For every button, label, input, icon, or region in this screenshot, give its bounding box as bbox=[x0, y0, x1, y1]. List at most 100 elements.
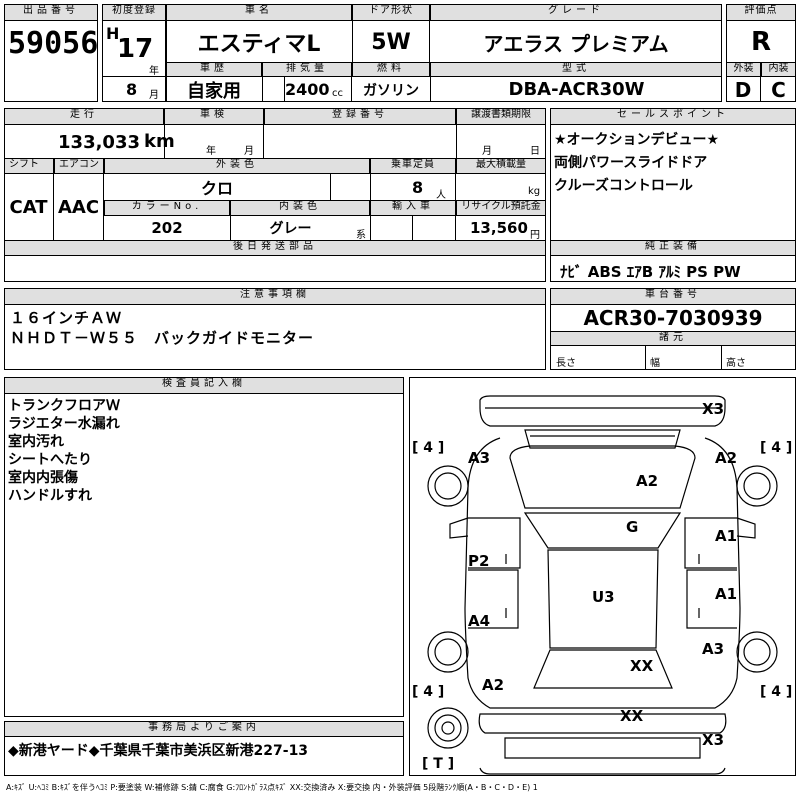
exterior-score: D bbox=[726, 77, 761, 102]
color-divider bbox=[330, 174, 370, 200]
mark-windshield: G bbox=[626, 518, 639, 536]
mileage-unit: km bbox=[144, 131, 175, 152]
shift-label: シフト bbox=[4, 158, 54, 174]
max-load-label: 最大積載量 bbox=[456, 158, 546, 174]
car-name-label: 車名 bbox=[166, 4, 352, 21]
sales-point-3: クルーズコントロール bbox=[554, 178, 693, 194]
rear-right-tire-bracket: [ 4 ] bbox=[760, 684, 793, 700]
doc-deadline-day: 日 bbox=[530, 146, 540, 157]
history-label: 車歴 bbox=[166, 62, 262, 77]
mark-right-rear-door: A1 bbox=[715, 585, 738, 603]
door-type: 5W bbox=[352, 21, 430, 63]
year-unit: 年 bbox=[149, 66, 159, 77]
displacement: 2400 bbox=[284, 77, 330, 102]
mileage-label: 走行 bbox=[4, 108, 164, 125]
front-left-tire-bracket: [ 4 ] bbox=[412, 440, 445, 456]
lot-number: 59056 bbox=[8, 25, 99, 61]
length-label: 長さ bbox=[556, 358, 576, 369]
inspection-cell bbox=[164, 125, 264, 159]
mark-back-door: XX bbox=[620, 707, 644, 725]
inspection-year: 年 bbox=[206, 146, 216, 157]
legend-text: A:ｷｽﾞ U:ﾍｺﾐ B:ｷｽﾞを伴うﾍｺﾐ P:要塗装 W:補修跡 S:錆 … bbox=[6, 783, 538, 792]
month-unit: 月 bbox=[149, 90, 159, 101]
capacity: 8 bbox=[412, 178, 424, 197]
history: 自家用 bbox=[187, 80, 241, 102]
model-code-label: 型式 bbox=[430, 62, 722, 77]
note-line-1: １６インチＡＷ bbox=[10, 309, 123, 327]
displacement-label: 排気量 bbox=[262, 62, 352, 77]
doc-deadline-cell bbox=[456, 125, 546, 159]
height-label: 高さ bbox=[726, 358, 746, 369]
chassis-label: 車台番号 bbox=[550, 288, 796, 305]
capacity-unit: 人 bbox=[436, 190, 446, 201]
later-parts-label: 後日発送部品 bbox=[4, 240, 546, 256]
import-label: 輸入車 bbox=[370, 200, 456, 216]
color-label: 外装色 bbox=[104, 158, 370, 174]
inspector-label: 検査員記入欄 bbox=[4, 377, 404, 394]
ac-label: エアコン bbox=[54, 158, 104, 174]
recycle-unit: 円 bbox=[530, 230, 540, 241]
inspector-line-4: シートへたり bbox=[8, 452, 92, 468]
inspection-label: 車検 bbox=[164, 108, 264, 125]
sales-point-2: 両側パワースライドドア bbox=[554, 155, 708, 171]
max-load-unit: kg bbox=[528, 186, 541, 197]
notes-label: 注意事項欄 bbox=[4, 288, 546, 305]
import-divider bbox=[412, 216, 413, 240]
interior-label: 内装 bbox=[761, 62, 796, 77]
model-code: DBA-ACR30W bbox=[430, 77, 722, 102]
mileage: 133,033 bbox=[58, 131, 140, 153]
mark-back-glass: XX bbox=[630, 657, 654, 675]
capacity-cell bbox=[370, 174, 456, 200]
displacement-divider bbox=[262, 77, 352, 102]
first-reg-month-row bbox=[102, 76, 166, 102]
shift: CAT bbox=[4, 174, 54, 240]
width-label: 幅 bbox=[650, 358, 660, 369]
import-cell bbox=[370, 216, 456, 240]
first-reg-label: 初度登録 bbox=[102, 4, 166, 21]
displacement-unit: cc bbox=[332, 88, 343, 99]
first-reg-month: 8 bbox=[126, 80, 138, 99]
mark-front-right-fender: A2 bbox=[715, 449, 738, 467]
recycle-label: リサイクル預託金 bbox=[456, 200, 546, 216]
doc-deadline-label: 譲渡書類期限 bbox=[456, 108, 546, 125]
mark-hood: A2 bbox=[636, 472, 659, 490]
interior-score: C bbox=[771, 77, 786, 102]
inspector-line-5: 室内内張傷 bbox=[8, 470, 78, 486]
office-text: ◆新港ヤード◆千葉県千葉市美浜区新港227-13 bbox=[8, 743, 309, 759]
car-name: エスティマL bbox=[197, 32, 321, 57]
capacity-label: 乗車定員 bbox=[370, 158, 456, 174]
door-label: ドア形状 bbox=[352, 4, 430, 21]
dims-divider-1 bbox=[645, 346, 646, 370]
grade: アエラス プレミアム bbox=[483, 31, 669, 56]
interior-color: グレー bbox=[230, 216, 350, 240]
color-no: 202 bbox=[151, 219, 183, 237]
equipment-items: ﾅﾋﾞ ABS ｴｱB ｱﾙﾐ PS PW bbox=[560, 263, 741, 281]
score: R bbox=[750, 27, 772, 57]
reg-no-label: 登録番号 bbox=[264, 108, 456, 125]
inspector-line-3: 室内汚れ bbox=[8, 434, 64, 450]
chassis-number: ACR30-7030939 bbox=[583, 306, 763, 330]
mark-roof: U3 bbox=[592, 588, 615, 606]
grade-label: グレード bbox=[430, 4, 722, 21]
era: H bbox=[106, 24, 120, 43]
dims-divider-2 bbox=[721, 346, 722, 370]
ac: AAC bbox=[54, 174, 104, 240]
mark-left-front-door: P2 bbox=[468, 552, 490, 570]
sales-point-1: ★オークションデビュー★ bbox=[554, 132, 720, 148]
inspection-month: 月 bbox=[244, 146, 254, 157]
mark-left-quarter: A2 bbox=[482, 676, 505, 694]
front-right-tire-bracket: [ 4 ] bbox=[760, 440, 793, 456]
inspector-line-6: ハンドルすれ bbox=[8, 488, 92, 504]
mark-left-rear-door: A4 bbox=[468, 612, 491, 630]
mark-rear-bumper: X3 bbox=[702, 731, 725, 749]
office-label: 事務局よりご案内 bbox=[4, 721, 404, 737]
score-label: 評価点 bbox=[726, 4, 796, 21]
lot-label: 出品番号 bbox=[4, 4, 98, 21]
interior-color-suffix: 系 bbox=[356, 230, 366, 241]
mark-front-bumper: X3 bbox=[702, 400, 725, 418]
mark-right-front-door: A1 bbox=[715, 527, 738, 545]
spare-tire-bracket: [ T ] bbox=[422, 756, 455, 772]
dims-label: 諸元 bbox=[550, 331, 796, 346]
equipment-label: 純正装備 bbox=[550, 240, 796, 256]
first-reg-year: 17 bbox=[117, 34, 154, 64]
